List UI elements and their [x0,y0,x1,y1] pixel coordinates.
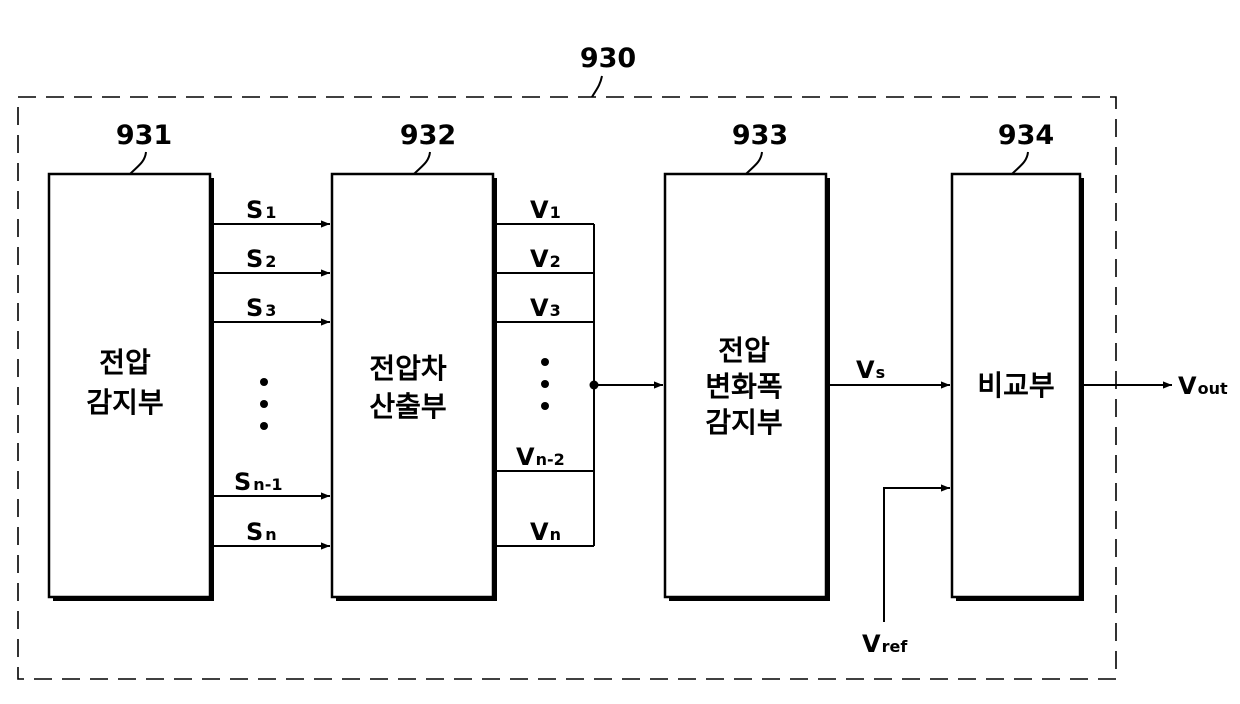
outer-ref-label: 930 [580,43,636,74]
block-934-ref: 934 [998,120,1054,151]
block-932-leader [414,152,430,174]
block-933-label-line2: 변화폭 [705,370,782,403]
label-s3: S3 [246,294,276,322]
ellipsis-dot [541,358,549,366]
block-931-label-line2: 감지부 [86,386,163,419]
label-v3: V3 [530,294,561,322]
label-s1: S1 [246,196,276,224]
block-931-leader [130,152,146,174]
ellipsis-dot [260,378,268,386]
block-934-leader [1012,152,1028,174]
block-934: 934 비교부 [952,120,1084,601]
label-vs: Vs [856,356,885,384]
block-931-label-line1: 전압 [99,346,151,379]
label-s2: S2 [246,245,276,273]
block-931: 931 전압 감지부 [49,120,214,601]
block-933-label-line3: 감지부 [705,406,782,439]
block-932-ref: 932 [400,120,456,151]
label-vn: Vn [530,518,561,546]
block-934-label: 비교부 [977,369,1054,402]
outer-ref-leader [592,76,602,97]
label-vout: Vout [1178,372,1228,400]
label-v2: V2 [530,245,561,273]
block-933: 933 전압 변화폭 감지부 [665,120,830,601]
block-933-label-line1: 전압 [718,334,770,367]
block-931-ref: 931 [116,120,172,151]
label-sn: Sn [246,518,277,546]
label-vref: Vref [862,630,908,658]
block-932-label-line1: 전압차 [369,352,447,385]
block-933-ref: 933 [732,120,788,151]
arrow-vref [884,488,950,622]
label-vn-2: Vn-2 [516,443,565,471]
ellipsis-dot [541,380,549,388]
ellipsis-dot [541,402,549,410]
ellipsis-dot [260,422,268,430]
block-932-label-line2: 산출부 [369,390,446,423]
label-sn-1: Sn-1 [234,468,282,496]
block-933-leader [746,152,762,174]
block-932: 932 전압차 산출부 [332,120,497,601]
label-v1: V1 [530,196,561,224]
ellipsis-dot [260,400,268,408]
